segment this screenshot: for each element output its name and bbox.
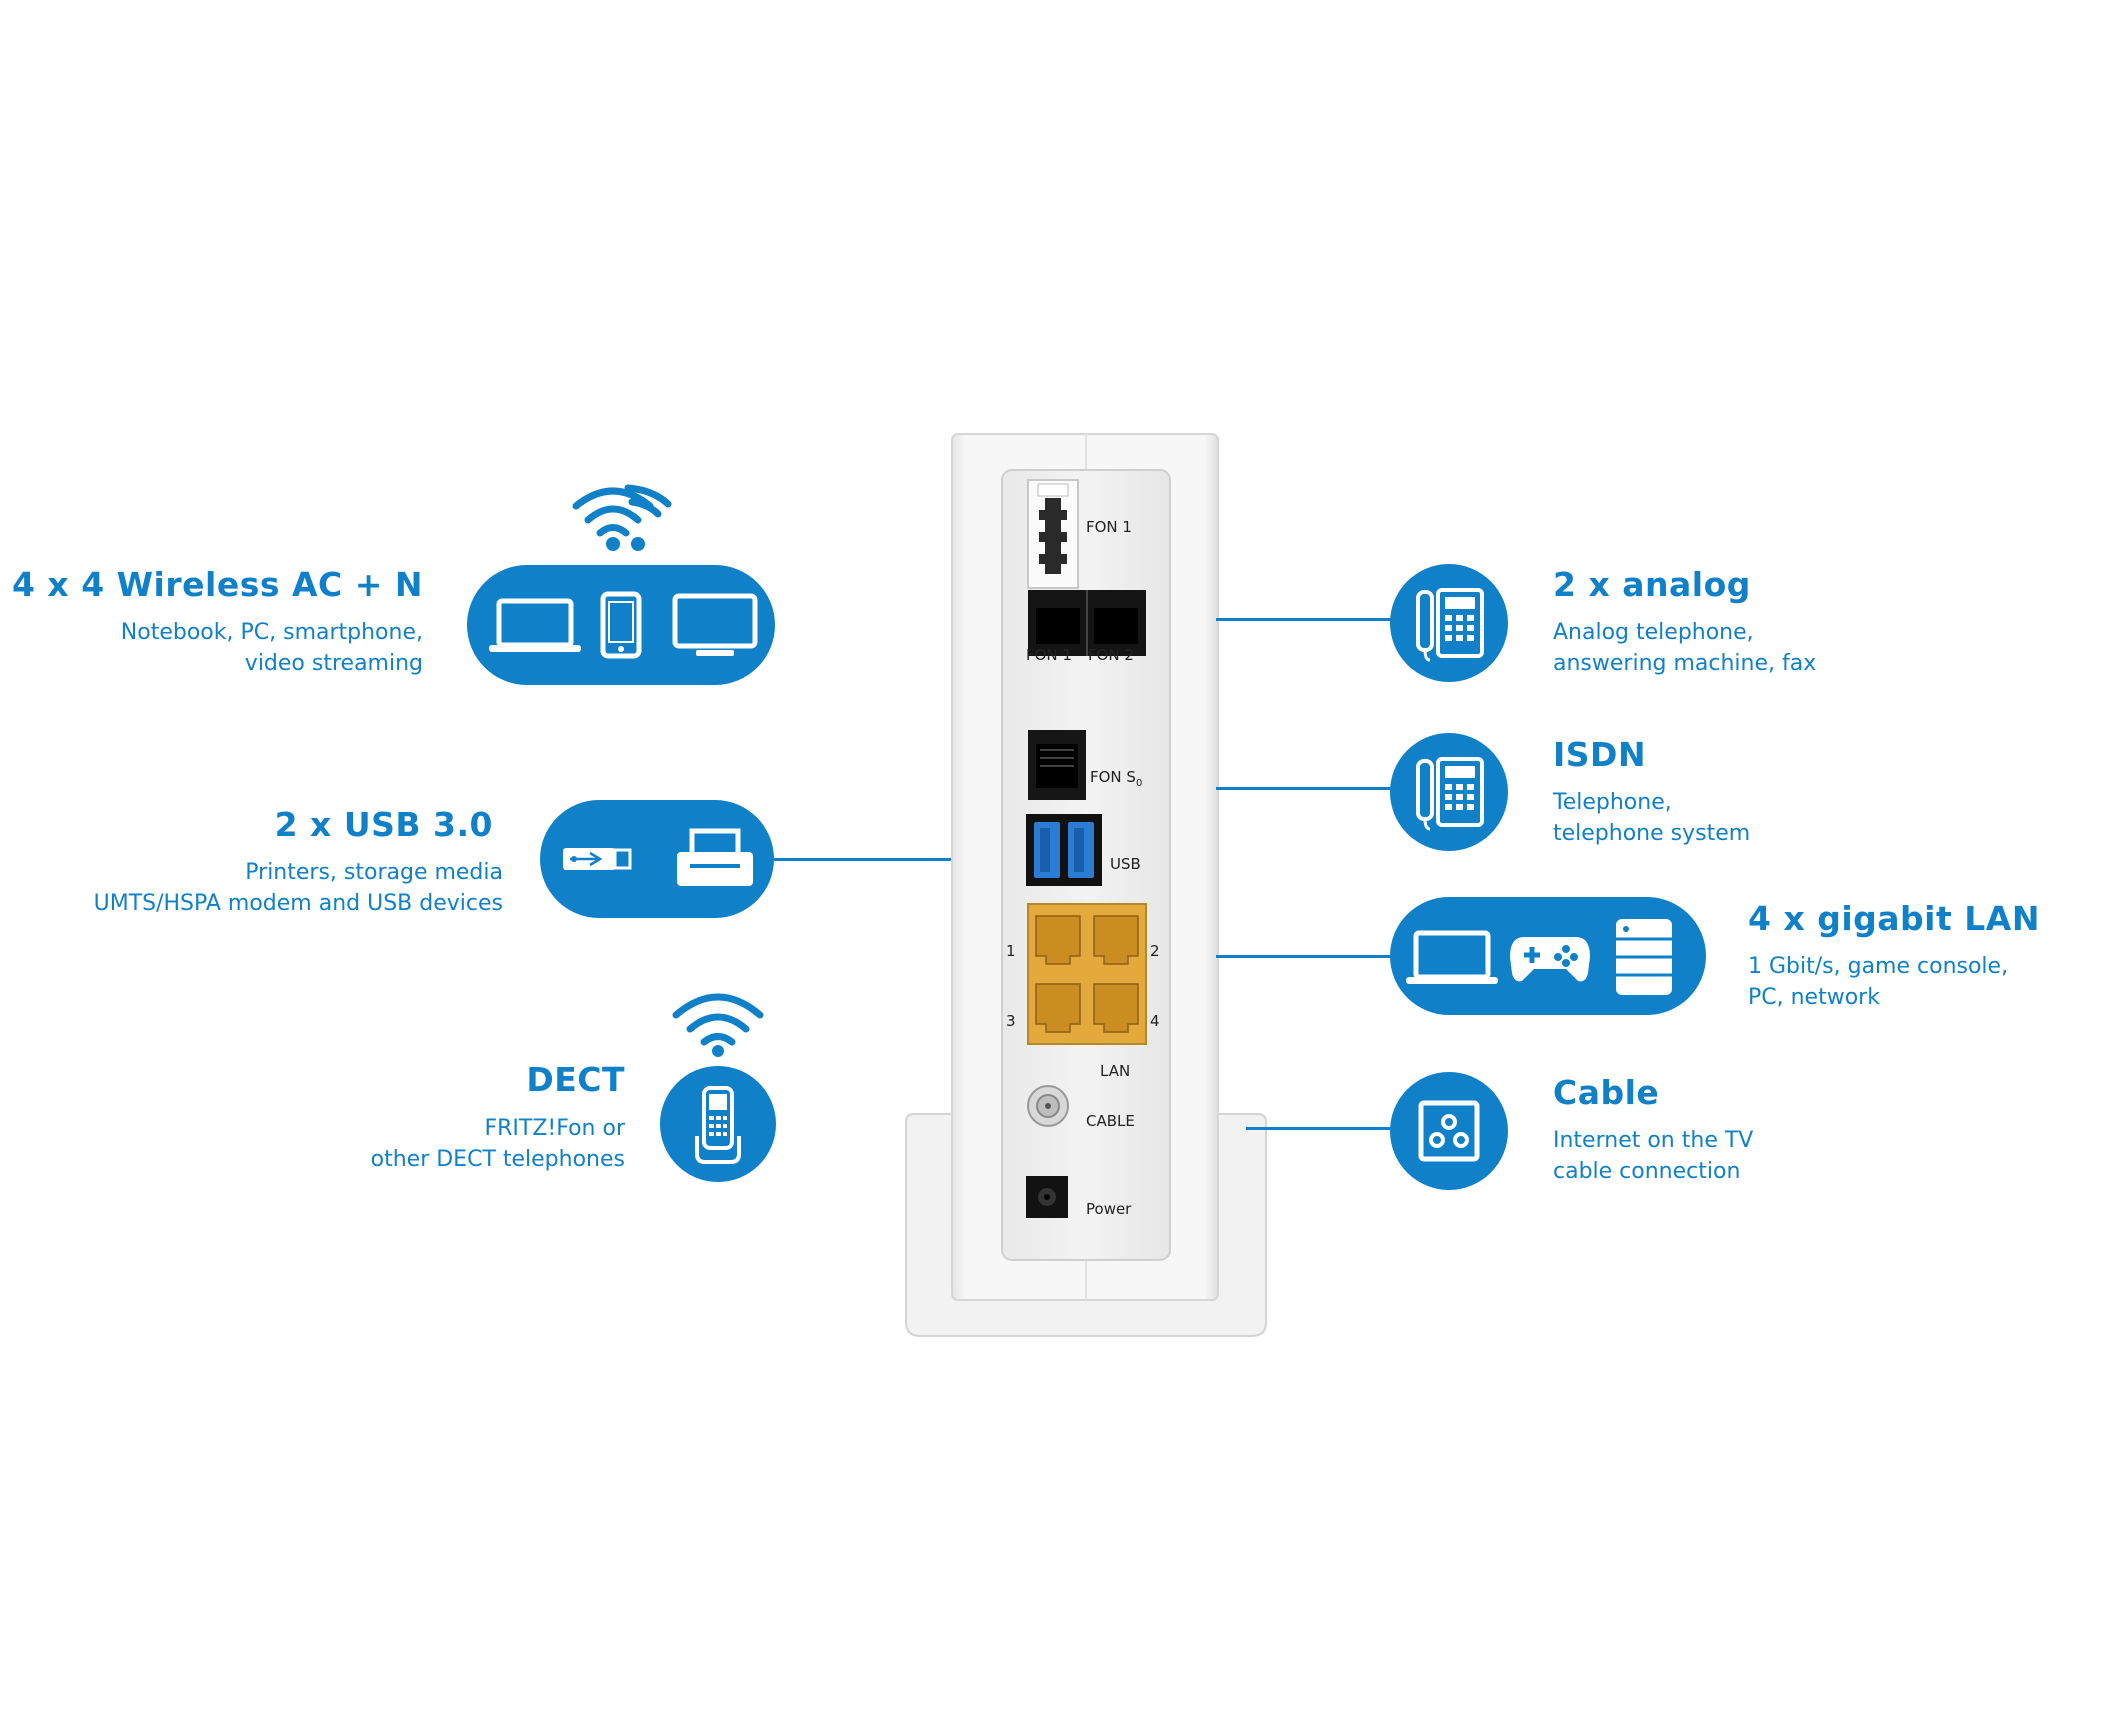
monitor-icon <box>672 593 758 659</box>
laptop-icon <box>485 595 585 655</box>
gamepad-icon <box>1508 933 1592 985</box>
port-label-lan3: 3 <box>1006 1012 1016 1030</box>
usb-desc: Printers, storage media UMTS/HSPA modem … <box>93 860 503 916</box>
wifi-icon <box>568 478 678 553</box>
smartphone-icon <box>600 591 642 659</box>
desk-phone-icon <box>1416 586 1484 662</box>
printer-icon <box>674 828 758 890</box>
lan-title: 4 x gigabit LAN <box>1748 899 2040 938</box>
port-label-fon1-top: FON 1 <box>1086 518 1132 536</box>
dect-wifi-icon <box>670 985 766 1057</box>
isdn-desc: Telephone, telephone system <box>1553 790 1751 846</box>
usb-connector-line <box>774 858 952 861</box>
isdn-connector-line <box>1216 787 1396 790</box>
port-label-power: Power <box>1086 1200 1132 1218</box>
cable-connector-line <box>1246 1127 1396 1130</box>
lan-desc: 1 Gbit/s, game console, PC, network <box>1748 954 2009 1010</box>
analog-desc: Analog telephone, answering machine, fax <box>1553 620 1817 676</box>
lan-pill <box>1390 897 1706 1015</box>
lan-connector-line <box>1216 955 1396 958</box>
isdn-title: ISDN <box>1553 735 1647 774</box>
port-label-fon1: FON 1 <box>1026 646 1072 664</box>
port-label-lan2: 2 <box>1150 942 1160 960</box>
laptop-icon <box>1404 929 1500 987</box>
port-label-lan: LAN <box>1100 1062 1131 1080</box>
port-label-fon2: FON 2 <box>1088 646 1134 664</box>
cable-socket-icon <box>1418 1100 1480 1162</box>
cable-desc: Internet on the TV cable connection <box>1553 1128 1754 1184</box>
cable-circle <box>1390 1072 1508 1190</box>
wireless-title: 4 x 4 Wireless AC + N <box>11 565 423 604</box>
dect-phone-icon <box>694 1084 742 1166</box>
wireless-desc: Notebook, PC, smartphone, video streamin… <box>120 620 423 676</box>
port-label-usb: USB <box>1110 855 1141 873</box>
dect-circle <box>660 1066 776 1182</box>
usb-title: 2 x USB 3.0 <box>274 805 493 844</box>
port-label-lan4: 4 <box>1150 1012 1160 1030</box>
wireless-pill <box>467 565 775 685</box>
analog-title: 2 x analog <box>1553 565 1751 604</box>
dect-title: DECT <box>526 1060 625 1099</box>
analog-circle <box>1390 564 1508 682</box>
cable-title: Cable <box>1553 1073 1660 1112</box>
desk-phone-icon <box>1416 755 1484 831</box>
usb-pill <box>540 800 774 918</box>
port-label-lan1: 1 <box>1006 942 1016 960</box>
isdn-circle <box>1390 733 1508 851</box>
server-icon <box>1614 917 1674 997</box>
analog-connector-line <box>1216 618 1396 621</box>
port-label-fon-s0: FON S0 <box>1090 768 1143 789</box>
usb-stick-icon <box>560 842 634 876</box>
port-label-cable: CABLE <box>1086 1112 1135 1130</box>
dect-desc: FRITZ!Fon or other DECT telephones <box>370 1116 625 1172</box>
router-device <box>900 432 1272 1342</box>
